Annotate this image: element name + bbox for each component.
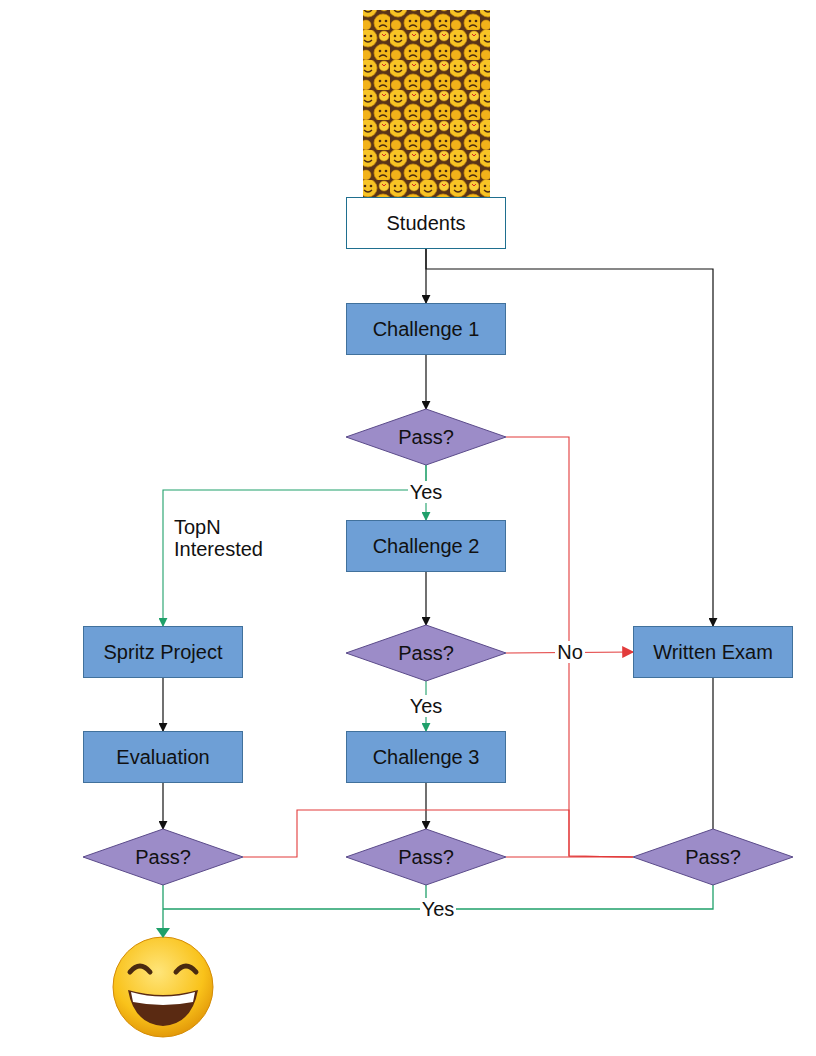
node-text: Pass? [135, 846, 191, 869]
flow-connector [162, 783, 163, 829]
decision-diamond: Pass? [346, 829, 506, 885]
node-text: Pass? [398, 846, 454, 869]
process-box: Challenge 3 [346, 731, 506, 783]
emoji-crowd [363, 10, 490, 197]
flow-connector [425, 355, 426, 409]
node-text: Evaluation [116, 746, 209, 769]
node-text: Written Exam [653, 641, 773, 664]
process-box: Challenge 2 [346, 520, 506, 572]
flow-connector [506, 437, 633, 857]
node-text: Pass? [685, 846, 741, 869]
edge-label: TopN Interested [172, 516, 301, 560]
node-text: Students [387, 212, 466, 235]
flow-connector [162, 678, 163, 731]
node-text: Pass? [398, 642, 454, 665]
node-text: Pass? [398, 426, 454, 449]
decision-diamond: Pass? [633, 829, 793, 885]
process-box: Challenge 1 [346, 303, 506, 355]
decision-diamond: Pass? [346, 625, 506, 681]
node-text: Spritz Project [104, 641, 223, 664]
flow-connector [506, 856, 633, 857]
smiley-face [113, 937, 213, 1037]
process-box: Evaluation [83, 731, 243, 783]
yes-merge-lines [156, 884, 713, 938]
node-text: Challenge 2 [373, 535, 480, 558]
flow-connector [712, 678, 713, 829]
decision-diamond: Pass? [346, 409, 506, 465]
flow-label: Yes [420, 898, 457, 920]
edge-label: Yes [408, 695, 445, 717]
node-text: Challenge 3 [373, 746, 480, 769]
edge-label: Yes [408, 481, 445, 503]
process-box: Spritz Project [83, 626, 243, 678]
decision-diamond: Pass? [83, 829, 243, 885]
process-box: Written Exam [633, 626, 793, 678]
node-text: Challenge 1 [373, 318, 480, 341]
edge-label: No [555, 641, 585, 663]
start-box: Students [346, 197, 506, 249]
flow-connector [425, 572, 426, 625]
flow-connector [425, 783, 426, 829]
